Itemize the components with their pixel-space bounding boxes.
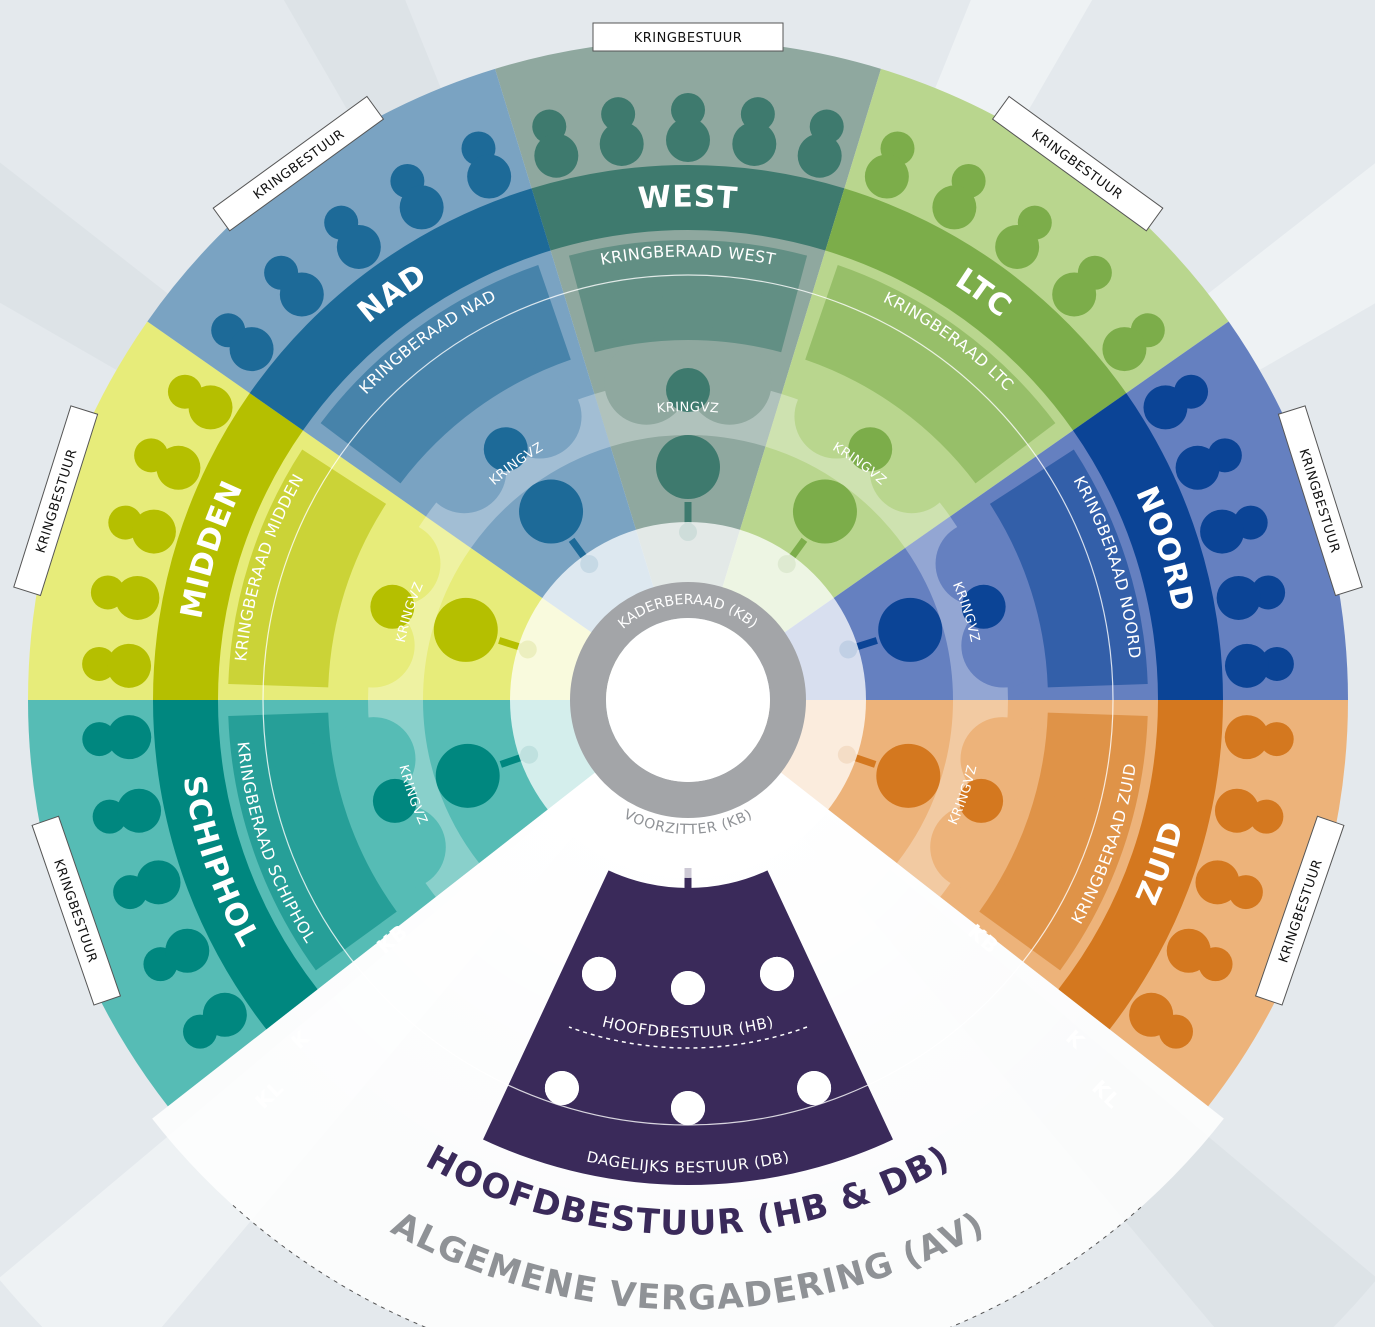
- board-member-body-icon: [399, 185, 444, 230]
- sector-schiphol-band: [153, 700, 318, 1030]
- board-member-icon: [671, 93, 705, 127]
- west-chair-label: KRINGVZ: [656, 400, 720, 417]
- board-member-body-icon: [1166, 928, 1211, 973]
- council-member-body-icon: [356, 521, 441, 606]
- sector-noord: [688, 321, 1348, 700]
- kb-ring: [570, 582, 806, 818]
- board-member-body-icon: [136, 860, 181, 905]
- hb-divider: [568, 1026, 808, 1049]
- chair-body-icon: [433, 597, 498, 662]
- board-member-icon: [82, 722, 117, 757]
- council-member-body-icon: [930, 805, 1015, 890]
- board-member-body-icon: [1129, 992, 1174, 1037]
- board-member-body-icon: [165, 928, 210, 973]
- sector-ltc: [688, 68, 1229, 700]
- sector-west-band: [531, 165, 845, 251]
- sector-midden-band: [153, 393, 303, 700]
- board-member-body-icon: [797, 133, 842, 178]
- chair-body-icon: [792, 479, 857, 544]
- sector-zuid: [688, 700, 1348, 1107]
- sector-ltc-band: [825, 188, 1127, 431]
- council-member-body-icon: [604, 340, 689, 425]
- chair-body-icon: [435, 743, 500, 808]
- board-member-icon: [1259, 646, 1294, 681]
- hb-member-icon: [671, 971, 705, 1005]
- hb-member-icon: [797, 1071, 832, 1106]
- board-member-body-icon: [202, 992, 247, 1037]
- board-member-body-icon: [107, 643, 152, 688]
- sector-west: [495, 40, 881, 701]
- hb-member-icon: [759, 956, 794, 991]
- chair-head-icon: [483, 427, 528, 472]
- hoofdbestuur-region: HOOFDBESTUUR (HB)DAGELIJKS BESTUUR (DB)H…: [152, 700, 1224, 1327]
- west-board-label: KRINGBESTUUR: [634, 31, 743, 46]
- board-member-body-icon: [1216, 575, 1261, 620]
- hb-purple-wedge: [483, 870, 893, 1186]
- board-member-body-icon: [1224, 643, 1269, 688]
- chair-body-icon: [656, 435, 720, 499]
- board-member-body-icon: [864, 154, 909, 199]
- sector-noord-council-area: [989, 449, 1148, 688]
- board-member-body-icon: [534, 133, 579, 178]
- board-member-body-icon: [1195, 860, 1240, 905]
- sector-noord-band: [1073, 393, 1223, 700]
- board-member-body-icon: [131, 509, 176, 554]
- board-member-icon: [82, 646, 117, 681]
- board-member-body-icon: [117, 788, 162, 833]
- chair-head-icon: [666, 368, 710, 412]
- hb-member-icon: [544, 1071, 579, 1106]
- board-member-body-icon: [666, 118, 710, 162]
- board-member-body-icon: [1214, 788, 1259, 833]
- board-member-body-icon: [932, 185, 977, 230]
- board-member-body-icon: [1175, 445, 1220, 490]
- sector-west-council-area: [568, 240, 808, 353]
- chair-body-icon: [519, 479, 584, 544]
- sector-ltc-council-area: [805, 265, 1056, 484]
- chair-head-icon: [961, 584, 1006, 629]
- board-member-body-icon: [107, 715, 152, 760]
- board-member-body-icon: [1224, 715, 1269, 760]
- chair-body-icon: [878, 597, 943, 662]
- board-member-body-icon: [336, 224, 381, 269]
- board-member-body-icon: [156, 445, 201, 490]
- board-member-body-icon: [1052, 272, 1097, 317]
- west-chair-label-text: KRINGVZ: [656, 400, 719, 417]
- board-member-body-icon: [1143, 385, 1188, 430]
- chair-head-icon: [959, 778, 1004, 823]
- district-sectors: [28, 40, 1348, 1107]
- council-member-body-icon: [687, 340, 772, 425]
- chair-head-icon: [372, 778, 417, 823]
- chair-body-icon: [876, 743, 941, 808]
- sector-midden-council-area: [228, 449, 387, 688]
- council-member-body-icon: [361, 805, 446, 890]
- sector-nad: [147, 68, 689, 700]
- sector-nad-council-area: [320, 265, 571, 484]
- board-member-body-icon: [1200, 509, 1245, 554]
- board-member-body-icon: [599, 121, 644, 166]
- chair-head-icon: [370, 584, 415, 629]
- board-member-body-icon: [229, 327, 274, 372]
- hb-member-icon: [582, 956, 617, 991]
- hb-member-icon: [671, 1091, 705, 1125]
- kb-core: [606, 618, 770, 782]
- board-member-icon: [1259, 722, 1294, 757]
- west-name-label-text: WEST: [637, 179, 738, 216]
- west-name-label: WEST: [637, 179, 739, 216]
- board-member-body-icon: [115, 575, 160, 620]
- council-member-body-icon: [935, 521, 1020, 606]
- chair-head-icon: [848, 427, 893, 472]
- council-ring-line: [262, 274, 1114, 1126]
- board-member-body-icon: [732, 121, 777, 166]
- board-member-body-icon: [279, 272, 324, 317]
- board-member-body-icon: [995, 224, 1040, 269]
- sector-midden: [28, 321, 688, 700]
- sector-zuid-band: [1058, 700, 1223, 1030]
- west-board-tab: KRINGBESTUUR: [592, 22, 784, 52]
- board-member-body-icon: [188, 385, 233, 430]
- board-member-body-icon: [1102, 327, 1147, 372]
- sector-nad-band: [249, 188, 551, 431]
- board-member-body-icon: [467, 154, 512, 199]
